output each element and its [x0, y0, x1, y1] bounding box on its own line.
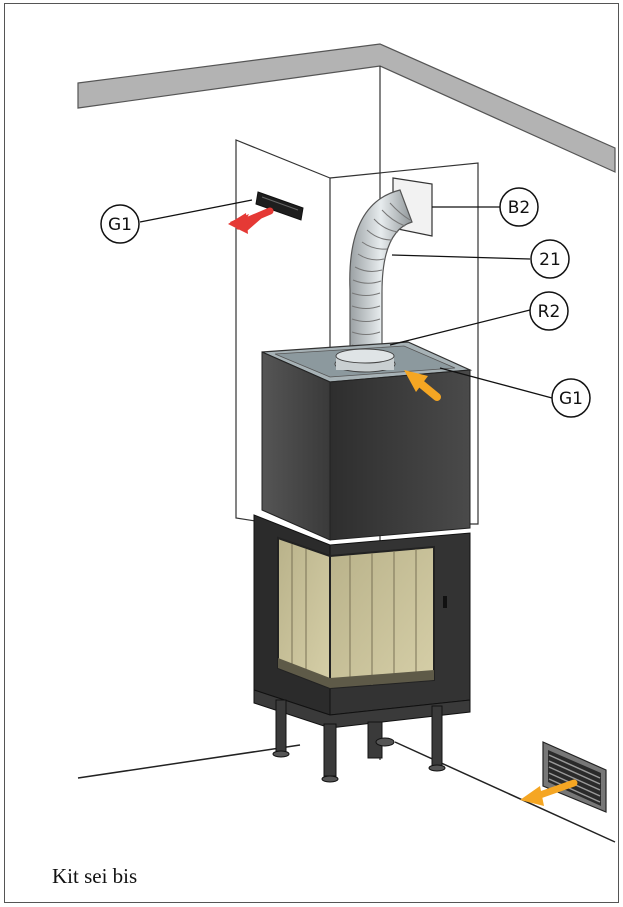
stove-base: [253, 689, 471, 783]
callout-g1-left: G1: [100, 204, 140, 244]
callout-b2: B2: [499, 187, 539, 227]
leader-lines: [139, 199, 553, 399]
svg-text:R2: R2: [538, 302, 561, 322]
fire-chamber: [253, 514, 471, 716]
stove-top-plate: [261, 341, 473, 383]
svg-text:21: 21: [539, 250, 561, 270]
svg-text:B2: B2: [508, 198, 530, 218]
hood-enclosure: [235, 139, 479, 525]
cold-air-arrow-floor-icon: [520, 779, 578, 806]
flexible-flue-pipe: [349, 189, 413, 361]
hot-air-arrow-icon: [228, 207, 274, 234]
callout-g1-right: G1: [551, 378, 591, 418]
svg-text:G1: G1: [108, 215, 132, 235]
hot-air-grille-left: [255, 191, 304, 221]
callout-r2: R2: [529, 291, 569, 331]
callout-21: 21: [530, 239, 570, 279]
ceiling-cornice: [77, 43, 616, 173]
caption: Kit sei bis: [52, 864, 138, 888]
svg-text:G1: G1: [559, 389, 583, 409]
stove-hood-box: [261, 351, 471, 541]
cold-air-arrow-top-icon: [404, 370, 441, 401]
air-intake-floor-grille: [542, 741, 607, 813]
